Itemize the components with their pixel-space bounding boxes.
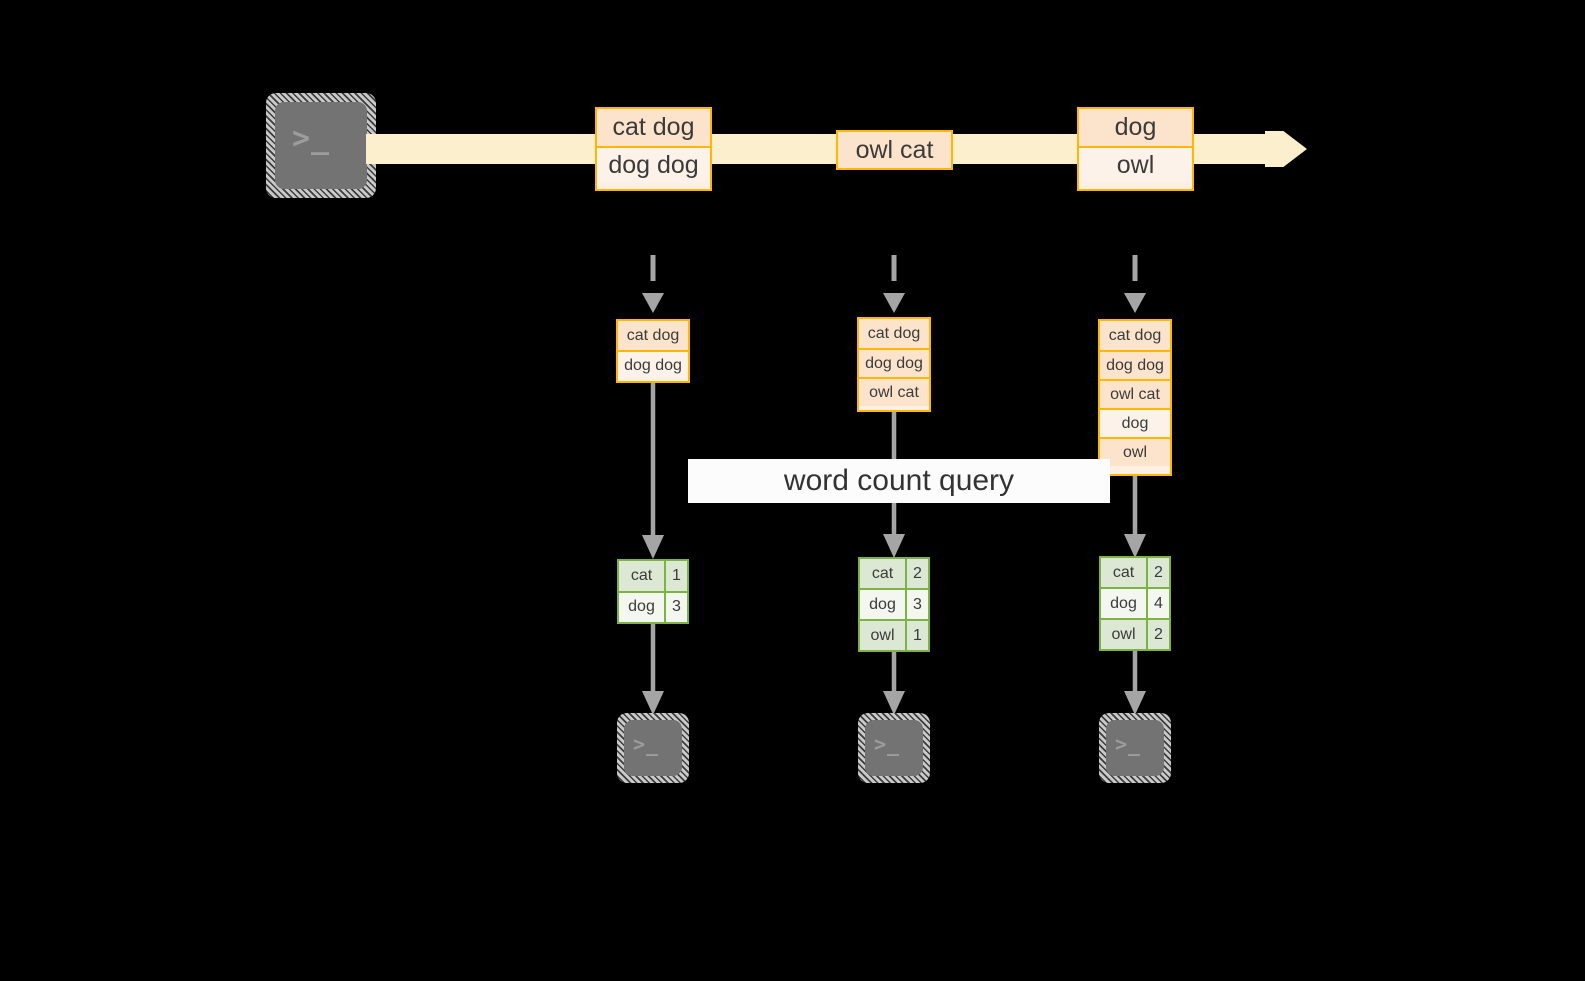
- snapshot-3-record-5: owl: [1100, 437, 1170, 466]
- result-word: owl: [860, 621, 905, 650]
- sink-terminal-icon-3: >_: [1099, 713, 1171, 783]
- sink-terminal-icon-2: >_: [858, 713, 930, 783]
- connector-result-1-to-sink-1: [642, 624, 664, 715]
- terminal-prompt-symbol: >_: [633, 732, 660, 756]
- snapshot-1-records[interactable]: cat dog dog dog: [616, 319, 690, 383]
- snapshot-2-record-3: owl cat: [859, 377, 929, 406]
- result-table-3-row-3: owl 2: [1101, 618, 1169, 649]
- snapshot-3-record-3: owl cat: [1100, 379, 1170, 408]
- result-count: 3: [664, 592, 687, 622]
- result-count: 1: [664, 561, 687, 591]
- terminal-face: [624, 720, 682, 776]
- stream-event-3-line-1: dog: [1079, 109, 1192, 146]
- stream-event-3[interactable]: dog owl: [1077, 107, 1194, 191]
- query-banner: word count query: [688, 459, 1110, 503]
- result-word: owl: [1101, 620, 1146, 649]
- result-table-2-row-1: cat 2: [860, 559, 928, 588]
- result-word: cat: [1101, 558, 1146, 587]
- snapshot-1-record-1: cat dog: [618, 321, 688, 350]
- connector-snapshot-1-to-result-1: [642, 383, 664, 559]
- result-table-3[interactable]: cat 2 dog 4 owl 2: [1099, 556, 1171, 651]
- connector-stream-to-snapshot-1: [642, 255, 664, 313]
- snapshot-3-record-2: dog dog: [1100, 350, 1170, 379]
- stream-event-1-line-1: cat dog: [597, 109, 710, 146]
- result-count: 3: [905, 590, 928, 619]
- connector-result-3-to-sink-3: [1124, 651, 1146, 715]
- result-table-2-row-2: dog 3: [860, 588, 928, 619]
- result-count: 4: [1146, 589, 1169, 618]
- snapshot-1-record-2: dog dog: [618, 350, 688, 379]
- result-table-1-row-2: dog 3: [619, 590, 687, 622]
- snapshot-2-records[interactable]: cat dog dog dog owl cat: [857, 317, 931, 412]
- stream-event-2[interactable]: owl cat: [836, 130, 953, 170]
- stream-event-2-line-1: owl cat: [838, 132, 951, 168]
- result-table-1[interactable]: cat 1 dog 3: [617, 559, 689, 624]
- query-banner-label: word count query: [783, 464, 1015, 497]
- snapshot-3-record-4: dog: [1100, 408, 1170, 437]
- stream-event-1-line-2: dog dog: [597, 146, 710, 183]
- result-table-1-row-1: cat 1: [619, 561, 687, 591]
- result-word: dog: [1101, 589, 1146, 618]
- result-word: cat: [619, 561, 664, 591]
- terminal-prompt-symbol: >_: [292, 121, 331, 156]
- result-word: dog: [860, 590, 905, 619]
- connector-stream-to-snapshot-2: [883, 255, 905, 313]
- snapshot-3-record-1: cat dog: [1100, 321, 1170, 350]
- result-table-3-row-1: cat 2: [1101, 558, 1169, 587]
- result-word: cat: [860, 559, 905, 588]
- result-count: 1: [905, 621, 928, 650]
- result-word: dog: [619, 592, 664, 622]
- terminal-face: [865, 720, 923, 776]
- connector-result-2-to-sink-2: [883, 652, 905, 715]
- snapshot-2-record-2: dog dog: [859, 348, 929, 377]
- stream-event-3-line-2: owl: [1079, 146, 1192, 183]
- terminal-face: [275, 102, 367, 189]
- terminal-prompt-symbol: >_: [1115, 732, 1142, 756]
- result-count: 2: [905, 559, 928, 588]
- result-count: 2: [1146, 620, 1169, 649]
- result-table-3-row-2: dog 4: [1101, 587, 1169, 618]
- connector-stream-to-snapshot-3: [1124, 255, 1146, 313]
- terminal-prompt-symbol: >_: [874, 732, 901, 756]
- connector-snapshot-3-to-result-3: [1124, 476, 1146, 558]
- source-terminal-icon: >_: [266, 93, 376, 198]
- stream-event-1[interactable]: cat dog dog dog: [595, 107, 712, 191]
- snapshot-2-record-1: cat dog: [859, 319, 929, 348]
- result-table-2-row-3: owl 1: [860, 619, 928, 650]
- sink-terminal-icon-1: >_: [617, 713, 689, 783]
- result-table-2[interactable]: cat 2 dog 3 owl 1: [858, 557, 930, 652]
- result-count: 2: [1146, 558, 1169, 587]
- terminal-face: [1106, 720, 1164, 776]
- snapshot-3-records[interactable]: cat dog dog dog owl cat dog owl: [1098, 319, 1172, 476]
